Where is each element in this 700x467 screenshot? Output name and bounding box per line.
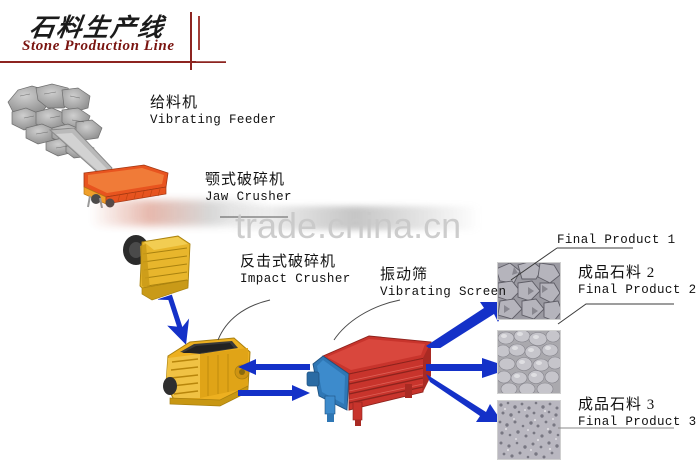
label-final-product-2-en: Final Product 2 xyxy=(578,283,697,297)
product-1-leader xyxy=(510,247,633,281)
label-final-product-2: 成品石料 2 Final Product 2 xyxy=(578,264,697,299)
vibrating-screen-machine xyxy=(306,335,432,426)
arrow-screen-to-product-1 xyxy=(426,302,508,348)
label-vibrating-feeder-en: Vibrating Feeder xyxy=(150,113,277,127)
label-vibrating-screen-cn: 振动筛 xyxy=(380,267,429,283)
product-1-swatch xyxy=(497,262,561,320)
arrow-screen-to-product-3 xyxy=(426,374,502,422)
vibrating-screen-leader xyxy=(333,299,401,341)
label-vibrating-feeder-cn: 给料机 xyxy=(150,95,199,111)
vibrating-feeder-machine xyxy=(83,164,169,208)
impact-crusher-leader xyxy=(217,299,271,341)
label-final-product-2-cn: 成品石料 2 xyxy=(578,265,656,281)
watermark-text: trade.china.cn xyxy=(235,205,462,246)
label-vibrating-feeder: 给料机 Vibrating Feeder xyxy=(150,94,276,129)
arrow-jaw-to-impact xyxy=(158,294,190,345)
label-final-product-1: Final Product 1 xyxy=(557,232,676,249)
arrow-screen-to-impact-return xyxy=(238,359,310,375)
title-rule-horizontal xyxy=(0,61,226,63)
label-final-product-3: 成品石料 3 Final Product 3 xyxy=(578,396,697,431)
label-jaw-crusher-cn: 颚式破碎机 xyxy=(205,172,286,188)
product-2-leader xyxy=(557,303,674,325)
title-rule-vertical-1 xyxy=(190,12,192,70)
feed-chute xyxy=(48,128,113,179)
label-impact-crusher: 反击式破碎机 Impact Crusher xyxy=(240,253,351,288)
jaw-crusher-machine xyxy=(123,235,191,301)
label-jaw-crusher-en: Jaw Crusher xyxy=(205,190,292,204)
label-vibrating-screen: 振动筛 Vibrating Screen xyxy=(380,266,506,301)
label-jaw-crusher: 颚式破碎机 Jaw Crusher xyxy=(205,171,292,206)
page-title-en: Stone Production Line xyxy=(22,38,175,54)
label-final-product-3-cn: 成品石料 3 xyxy=(578,397,656,413)
product-3-leader xyxy=(558,427,674,429)
title-rule-horizontal-tail xyxy=(196,61,226,62)
impact-crusher-machine xyxy=(163,337,251,407)
label-final-product-1-en: Final Product 1 xyxy=(557,233,676,247)
product-3-swatch xyxy=(497,400,561,460)
arrow-impact-to-screen xyxy=(238,385,310,401)
label-impact-crusher-en: Impact Crusher xyxy=(240,272,351,286)
label-impact-crusher-cn: 反击式破碎机 xyxy=(240,254,337,270)
arrow-screen-to-product-2 xyxy=(426,358,512,378)
product-2-swatch xyxy=(497,330,561,394)
watermark-smudge xyxy=(230,206,480,230)
label-vibrating-screen-en: Vibrating Screen xyxy=(380,285,507,299)
title-rule-vertical-2 xyxy=(198,16,200,50)
label-final-product-3-en: Final Product 3 xyxy=(578,415,697,429)
